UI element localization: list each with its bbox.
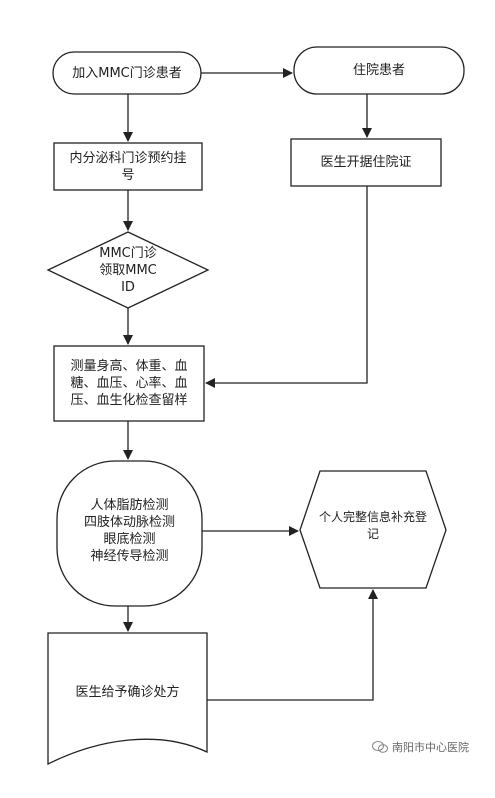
registration-node-label: 内分泌科门诊预约挂 号 [54, 143, 202, 190]
diagnosis-document-shape [47, 632, 208, 766]
decision-node-label: MMC门诊 领取MMC ID [68, 243, 188, 297]
measurement-line-2: 糖、血压、心率、血 [70, 376, 188, 391]
admission-node-text: 医生开据住院证 [320, 155, 412, 170]
inpatient-node-text: 住院患者 [352, 63, 405, 78]
exam-node-label: 人体脂肪检测 四肢体动脉检测 眼底检测 神经传导检测 [57, 494, 202, 568]
exam-line-3: 眼底检测 [103, 532, 156, 547]
measurement-line-1: 测量身高、体重、血 [70, 359, 188, 374]
watermark: 南阳市中心医院 [372, 738, 492, 756]
watermark-text: 南阳市中心医院 [392, 741, 469, 754]
complete-info-line-2: 记 [366, 527, 379, 541]
admission-node-shape [290, 138, 442, 187]
start-node-label: 加入MMC门诊患者 [53, 52, 201, 94]
registration-line-1: 内分泌科门诊预约挂 [69, 150, 187, 166]
admission-node-label: 医生开据住院证 [291, 139, 441, 186]
complete-info-hexagon-shape [299, 470, 447, 589]
inpatient-node-shape [293, 46, 465, 95]
measurement-node-label: 测量身高、体重、血 糖、血压、心率、血 压、血生化检查留样 [54, 346, 204, 421]
start-node-text: 加入MMC门诊患者 [72, 65, 182, 81]
arrow-diagnosis-to-info [207, 589, 378, 701]
exam-node-shape [56, 460, 203, 607]
decision-line-3: ID [121, 279, 135, 295]
registration-line-2: 号 [121, 167, 135, 183]
complete-info-node-label: 个人完整信息补充登 记 [308, 506, 438, 546]
complete-info-line-1: 个人完整信息补充登 [318, 510, 427, 524]
exam-line-4: 神经传导检测 [90, 549, 169, 564]
decision-line-1: MMC门诊 [99, 245, 157, 261]
measurement-line-3: 压、血生化检查留样 [70, 393, 188, 408]
arrow-admission-to-measure [205, 186, 368, 388]
inpatient-node-label: 住院患者 [294, 47, 464, 94]
decision-line-2: 领取MMC [99, 262, 157, 278]
diagnosis-node-text: 医生给予确诊处方 [75, 684, 180, 700]
wechat-logo-icon [372, 741, 388, 753]
exam-line-1: 人体脂肪检测 [90, 498, 169, 513]
exam-line-2: 四肢体动脉检测 [83, 515, 175, 530]
measurement-node-shape [53, 345, 205, 422]
diagnosis-node-label: 医生给予确诊处方 [48, 680, 207, 704]
